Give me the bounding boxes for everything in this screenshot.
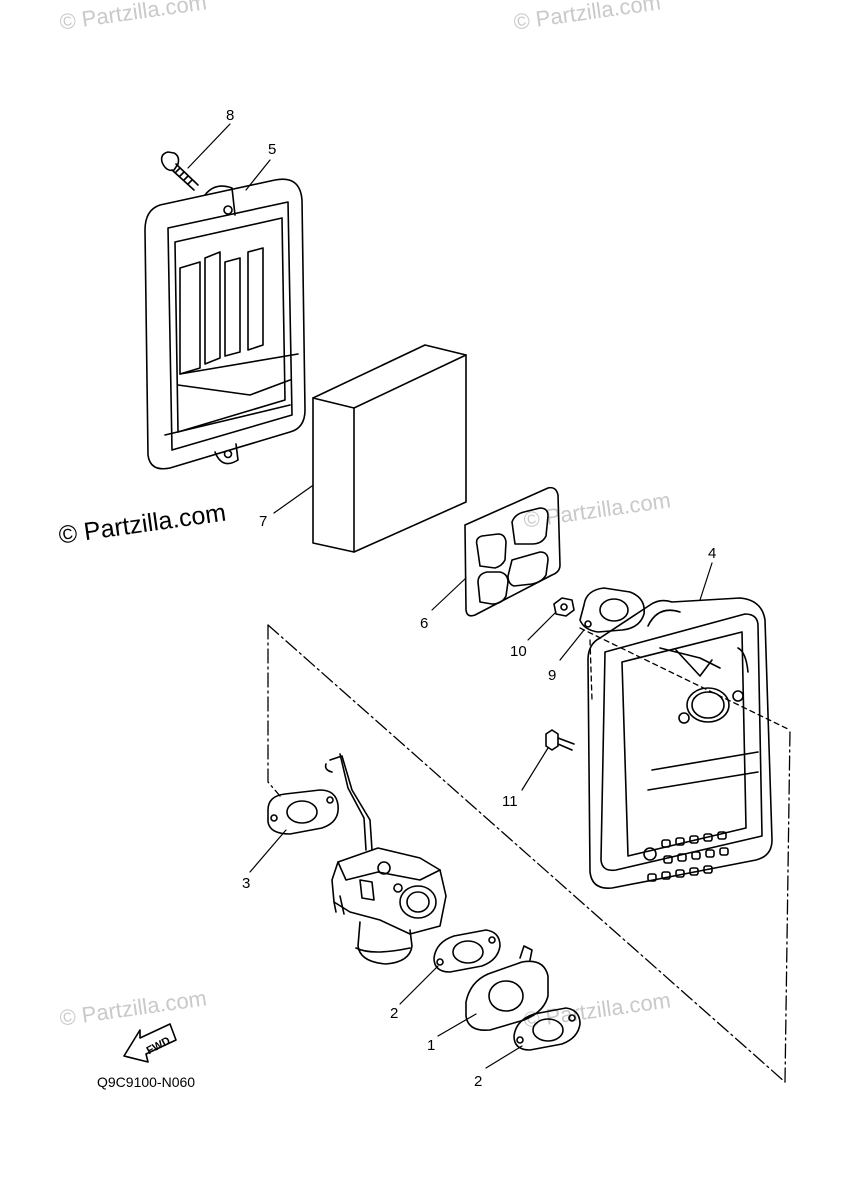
callout-4: 4 xyxy=(708,545,716,562)
callout-9: 9 xyxy=(548,667,556,684)
part-3-gasket[interactable] xyxy=(267,789,339,835)
callout-3: 3 xyxy=(242,875,250,892)
callout-7: 7 xyxy=(259,513,267,530)
callout-2-lower: 2 xyxy=(474,1073,482,1090)
callout-6: 6 xyxy=(420,615,428,632)
part-2-gasket-lower[interactable] xyxy=(513,1007,581,1051)
assembly-lines xyxy=(267,624,791,1083)
callout-10: 10 xyxy=(510,643,527,660)
callout-8: 8 xyxy=(226,107,234,124)
carburetor[interactable] xyxy=(324,753,447,965)
part-1-insulator[interactable] xyxy=(465,945,549,1032)
part-4-cleaner-case[interactable] xyxy=(587,597,773,889)
part-5-cleaner-cover[interactable] xyxy=(144,178,306,470)
diagram-code: Q9C9100-N060 xyxy=(97,1074,196,1090)
part-8-bolt[interactable] xyxy=(160,151,199,191)
leader-lines xyxy=(187,123,713,1069)
fwd-arrow-icon xyxy=(123,1023,177,1063)
part-9-elbow-gasket[interactable] xyxy=(579,587,646,633)
callout-1: 1 xyxy=(427,1037,435,1054)
part-10-nut[interactable] xyxy=(553,597,575,617)
callouts: 8 5 7 6 10 9 4 11 3 2 1 2 FWD xyxy=(145,107,717,1090)
part-6-gasket[interactable] xyxy=(464,486,561,617)
callout-11: 11 xyxy=(502,793,518,810)
callout-2-upper: 2 xyxy=(390,1005,398,1022)
callout-5: 5 xyxy=(268,141,276,158)
part-7-filter-element[interactable] xyxy=(312,344,467,553)
part-2-gasket-upper[interactable] xyxy=(433,929,501,973)
part-11-bolt[interactable] xyxy=(545,729,575,751)
